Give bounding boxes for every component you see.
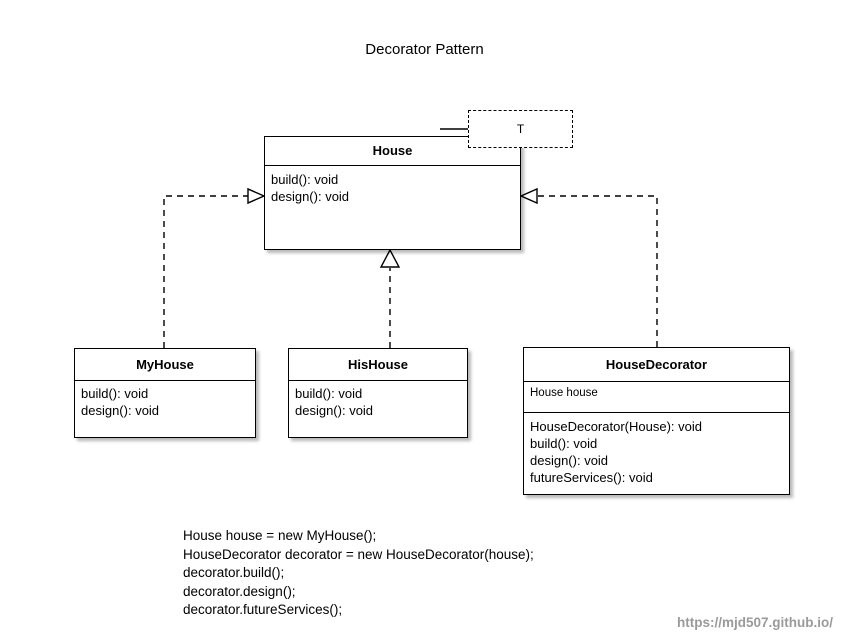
class-name-house: House [372,143,413,158]
operation-item: futureServices(): void [530,470,653,485]
code-line: decorator.build(); [183,565,285,580]
operation-item: design(): void [271,189,350,204]
template-parameter-box[interactable]: T [468,110,573,148]
operation-item: HouseDecorator(House): void [530,419,702,434]
class-box-housedecorator[interactable]: HouseDecorator House house HouseDecorato… [523,347,790,495]
operations-compartment-housedecorator: HouseDecorator(House): void build(): voi… [524,412,789,494]
code-line: decorator.futureServices(); [183,602,343,617]
class-name-housedecorator: HouseDecorator [605,356,708,372]
class-name-hishouse: HisHouse [348,356,408,372]
class-box-myhouse[interactable]: MyHouse build(): void design(): void [74,348,256,438]
attributes-compartment-housedecorator: House house [524,381,789,412]
code-snippet: House house = new MyHouse(); HouseDecora… [183,527,534,620]
realization-arrowhead-housedecorator [519,187,538,205]
operation-item: build(): void [271,172,339,187]
operation-item: design(): void [295,403,374,418]
page-title: Decorator Pattern [365,41,484,58]
code-line: HouseDecorator decorator = new HouseDeco… [183,546,534,562]
class-name-myhouse: MyHouse [136,356,194,372]
operations-compartment-myhouse: build(): void design(): void [75,380,255,437]
watermark: https://mjd507.github.io/ [677,615,833,630]
realization-arrowhead-myhouse [247,187,266,205]
operation-item: build(): void [530,436,598,451]
class-box-hishouse[interactable]: HisHouse build(): void design(): void [288,348,468,438]
operation-item: design(): void [81,403,160,418]
realization-arrowhead-hishouse [379,248,401,268]
code-line: House house = new MyHouse(); [183,528,377,543]
realization-myhouse-to-house [163,195,256,348]
attribute-item: House house [530,387,598,399]
operation-item: build(): void [295,386,363,401]
operation-item: design(): void [530,453,609,468]
operations-compartment-hishouse: build(): void design(): void [289,380,467,437]
operations-compartment-house: build(): void design(): void [265,165,520,250]
template-parameter-label: T [516,122,525,136]
code-line: decorator.design(); [183,583,296,599]
class-box-house[interactable]: House build(): void design(): void [264,136,521,250]
operation-item: build(): void [81,386,149,401]
realization-housedecorator-to-house [529,195,658,347]
